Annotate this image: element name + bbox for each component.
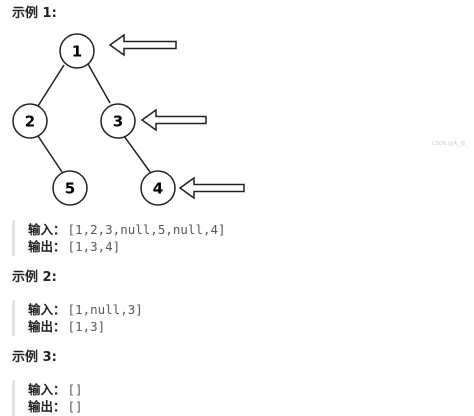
example-2-title: 示例 2: bbox=[12, 270, 57, 285]
output-value: [1,3,4] bbox=[67, 239, 121, 254]
example-3-output-line: 输出：[] bbox=[28, 399, 83, 415]
edge-1-3 bbox=[87, 63, 111, 104]
arrow-to-node-4-icon bbox=[178, 176, 245, 200]
tree-node-5-label: 5 bbox=[65, 180, 75, 198]
input-label: 输入： bbox=[28, 222, 66, 237]
quote-bar bbox=[12, 220, 15, 256]
arrow-to-node-3-icon bbox=[140, 108, 207, 132]
edge-1-2 bbox=[37, 64, 65, 107]
example-2-block: 输入：[1,null,3] 输出：[1,3] bbox=[12, 300, 462, 336]
tree-node-4: 4 bbox=[140, 170, 176, 206]
example-1-title: 示例 1: bbox=[12, 6, 57, 21]
example-1-output-line: 输出：[1,3,4] bbox=[28, 239, 120, 255]
edge-3-4 bbox=[123, 135, 151, 173]
output-label: 输出： bbox=[28, 399, 66, 414]
example-1-block: 输入：[1,2,3,null,5,null,4] 输出：[1,3,4] bbox=[12, 220, 462, 256]
input-label: 输入： bbox=[28, 302, 66, 317]
tree-node-5: 5 bbox=[52, 170, 88, 206]
tree-node-2: 2 bbox=[12, 103, 48, 139]
example-2-input-line: 输入：[1,null,3] bbox=[28, 302, 143, 318]
tree-node-4-label: 4 bbox=[153, 180, 163, 198]
example-3-block: 输入：[] 输出：[] bbox=[12, 380, 462, 416]
arrow-to-node-1-icon bbox=[108, 33, 177, 57]
binary-tree-diagram: 1 2 3 5 4 bbox=[12, 33, 245, 206]
input-label: 输入： bbox=[28, 382, 66, 397]
tree-node-2-label: 2 bbox=[25, 113, 35, 131]
example-3-title: 示例 3: bbox=[12, 350, 57, 365]
input-value: [1,2,3,null,5,null,4] bbox=[67, 222, 226, 237]
tree-node-3: 3 bbox=[100, 103, 136, 139]
example-3-input-line: 输入：[] bbox=[28, 382, 83, 398]
output-value: [1,3] bbox=[67, 319, 106, 334]
tree-node-1-label: 1 bbox=[72, 43, 82, 61]
output-value: [] bbox=[67, 399, 83, 414]
output-label: 输出： bbox=[28, 239, 66, 254]
watermark: CSDN @大_叔_ bbox=[432, 141, 468, 147]
quote-bar bbox=[12, 380, 15, 416]
input-value: [] bbox=[67, 382, 83, 397]
tree-node-1: 1 bbox=[59, 33, 95, 69]
output-label: 输出： bbox=[28, 319, 66, 334]
tree-node-3-label: 3 bbox=[113, 113, 123, 131]
input-value: [1,null,3] bbox=[67, 302, 143, 317]
edge-2-5 bbox=[37, 135, 63, 173]
quote-bar bbox=[12, 300, 15, 336]
example-2-output-line: 输出：[1,3] bbox=[28, 319, 105, 335]
example-1-input-line: 输入：[1,2,3,null,5,null,4] bbox=[28, 222, 226, 238]
